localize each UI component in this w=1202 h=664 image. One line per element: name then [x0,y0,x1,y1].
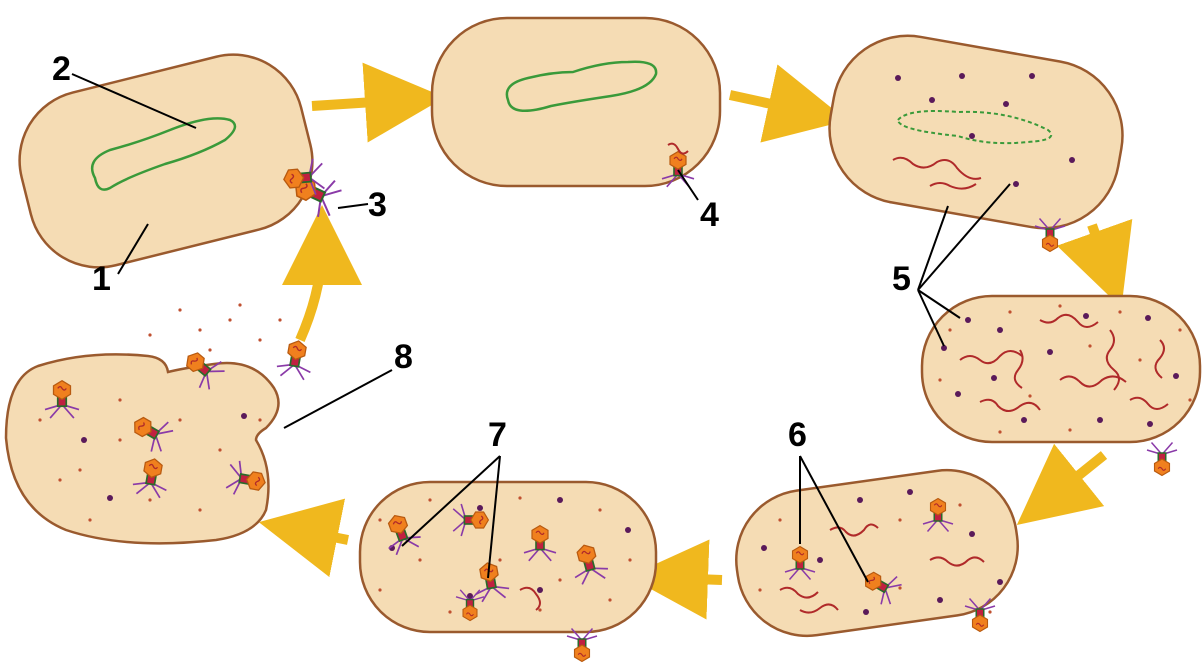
arrow-icon [1048,455,1104,500]
label-8: 8 [394,338,413,376]
cell-stage-replication [922,296,1200,476]
bacteriophage-icon [567,629,597,662]
arrow-icon [668,578,722,580]
label-4: 4 [700,196,719,234]
arrow-icon [298,530,348,540]
bacteriophage-icon [1147,443,1177,476]
lysed-cell [6,354,279,543]
label-7: 7 [488,416,507,454]
cell-stage-synthesis [818,24,1135,252]
label-5: 5 [892,260,911,298]
arrow-icon [312,100,405,106]
cell-stage-injection [432,18,720,187]
label-3: 3 [368,186,387,224]
arrow-icon [300,245,322,340]
cell-stage-lysis [6,303,315,543]
arrow-icon [1092,225,1108,270]
arrow-icon [730,95,808,112]
label-1: 1 [92,260,111,298]
cell-stage-maturation [360,482,656,662]
cell-stage-assembly [727,461,1027,645]
label-2: 2 [52,50,71,88]
bacteriophage-icon [275,338,315,381]
label-6: 6 [788,416,807,454]
